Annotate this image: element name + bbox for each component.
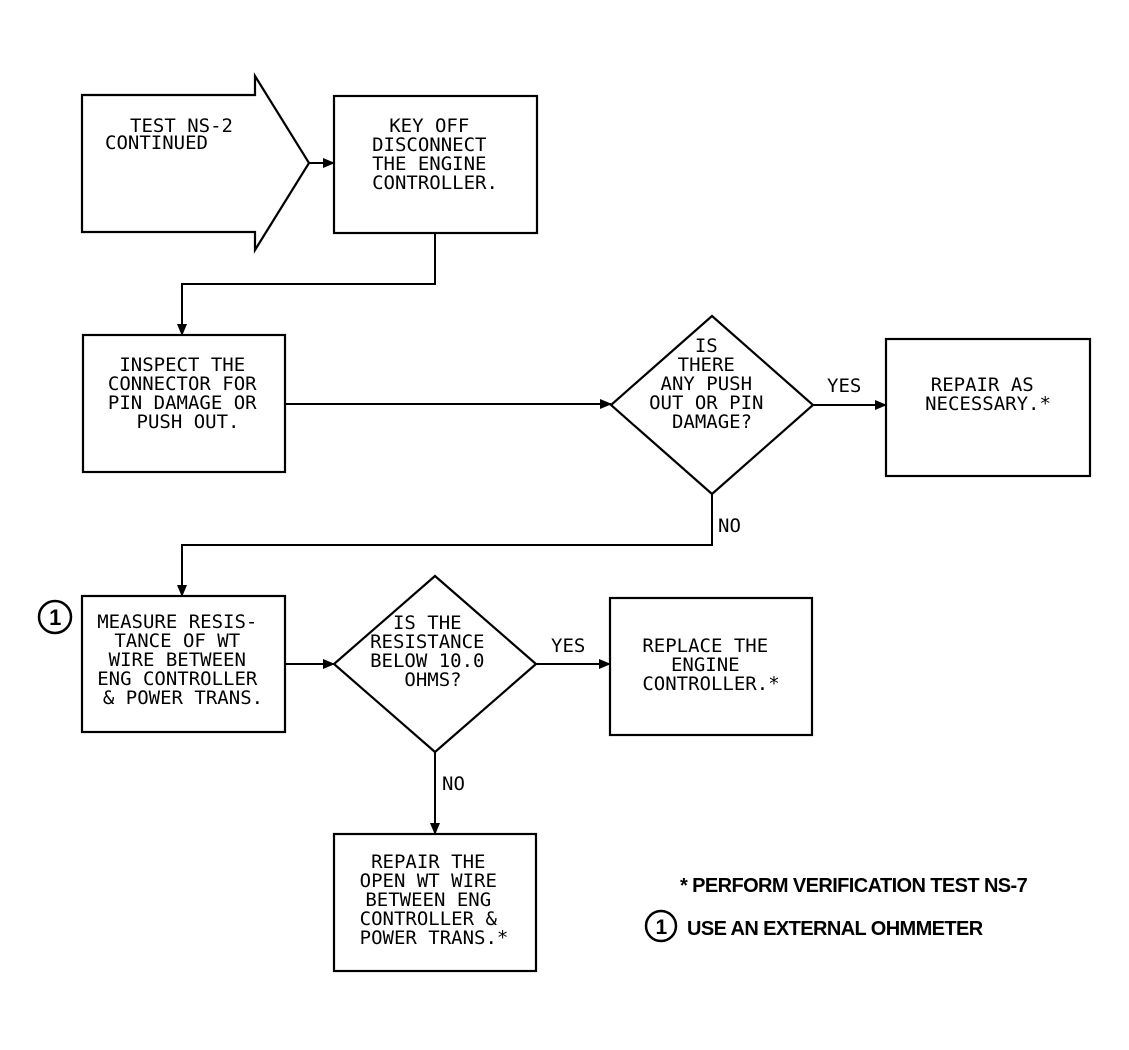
step-inspect-connector-box: INSPECT THE CONNECTOR FOR PIN DAMAGE OR … xyxy=(81,333,287,474)
step-key-off-box: KEY OFF DISCONNECT THE ENGINE CONTROLLER… xyxy=(332,94,539,235)
ohmmeter-note-marker xyxy=(644,909,678,943)
notes: * PERFORM VERIFICATION TEST NS-7 1 USE A… xyxy=(644,875,1028,943)
start-label: TEST NS-2 CONTINUED xyxy=(105,115,244,154)
ohmmeter-marker-step3: 1 xyxy=(37,599,73,635)
decision1-no-label: NO xyxy=(718,515,741,537)
repair-as-necessary-box: REPAIR AS NECESSARY.* xyxy=(884,337,1092,478)
replace-controller-box: REPLACE THE ENGINE CONTROLLER.* xyxy=(608,596,814,737)
repair-open-wire-text: REPAIR THE OPEN WT WIRE BETWEEN ENG CONT… xyxy=(360,851,509,949)
step-key-off-text: KEY OFF DISCONNECT THE ENGINE CONTROLLER… xyxy=(372,115,498,194)
repair-as-necessary-text: REPAIR AS NECESSARY.* xyxy=(925,374,1051,415)
decision-resistance-below: IS THE RESISTANCE BELOW 10.0 OHMS? xyxy=(332,574,538,754)
ohmmeter-marker-step3-number: 1 xyxy=(49,605,61,630)
decision-push-out-text: IS THERE ANY PUSH OUT OR PIN DAMAGE? xyxy=(649,335,775,433)
start-block-arrow: TEST NS-2 CONTINUED xyxy=(80,72,311,254)
decision2-no-label: NO xyxy=(442,773,465,795)
replace-controller-text: REPLACE THE ENGINE CONTROLLER.* xyxy=(642,635,779,695)
decision-resistance-text: IS THE RESISTANCE BELOW 10.0 OHMS? xyxy=(370,612,496,691)
ohmmeter-note: USE AN EXTERNAL OHMMETER xyxy=(687,918,984,940)
verification-note: * PERFORM VERIFICATION TEST NS-7 xyxy=(680,875,1028,897)
step-measure-resistance-text: MEASURE RESIS- TANCE OF WT WIRE BETWEEN … xyxy=(97,611,269,709)
connector-step1-to-step2 xyxy=(177,233,436,336)
repair-open-wire-box: REPAIR THE OPEN WT WIRE BETWEEN ENG CONT… xyxy=(332,832,538,973)
decision1-yes-label: YES xyxy=(827,375,861,397)
step-inspect-connector-text: INSPECT THE CONNECTOR FOR PIN DAMAGE OR … xyxy=(108,354,268,433)
decision-push-out-pin-damage: IS THERE ANY PUSH OUT OR PIN DAMAGE? xyxy=(609,314,815,496)
step-measure-resistance-box: MEASURE RESIS- TANCE OF WT WIRE BETWEEN … xyxy=(80,594,287,734)
ohmmeter-note-marker-number: 1 xyxy=(655,916,667,939)
connector-decision1-no xyxy=(177,494,713,597)
decision2-yes-label: YES xyxy=(551,635,585,657)
